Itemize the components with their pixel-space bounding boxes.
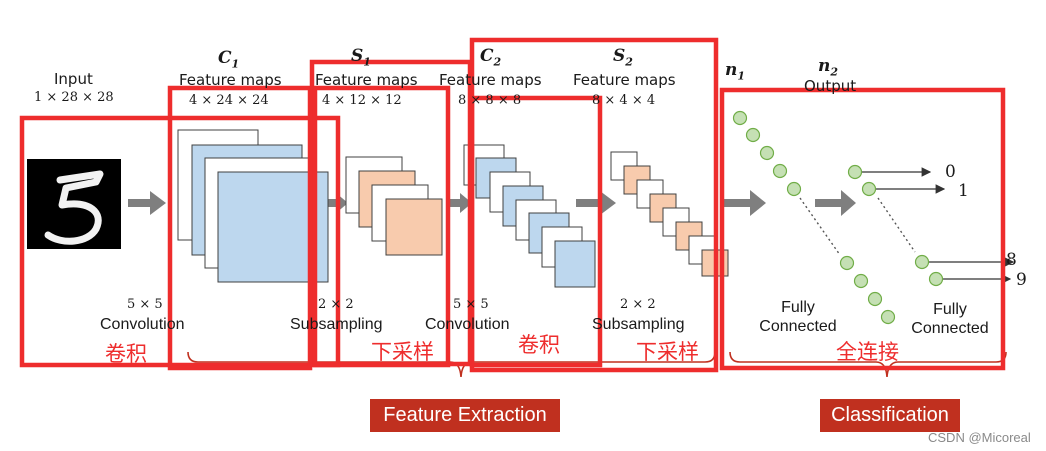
op1-label: Convolution — [100, 316, 185, 333]
n1-node — [867, 291, 883, 307]
output-label-1: 1 — [958, 181, 969, 201]
flow-arrow — [446, 193, 472, 213]
input-title: Input — [54, 70, 93, 88]
n1-node — [732, 110, 748, 126]
fc-highlight — [719, 87, 1006, 371]
classification-tag: Classification — [820, 399, 960, 432]
c2-feature-maps — [463, 144, 596, 288]
conv1-highlight — [19, 115, 341, 368]
highlight-boxes — [19, 37, 1006, 373]
n2-symbol: n2 — [818, 56, 839, 79]
n1-node — [839, 255, 855, 271]
s1-feature-maps — [345, 156, 443, 256]
c2-title: Feature maps — [439, 71, 542, 89]
op2-label: Subsampling — [290, 316, 383, 333]
s2-feature-maps — [610, 151, 729, 277]
n2-node — [847, 164, 863, 180]
c2-symbol: C2 — [480, 46, 502, 69]
watermark: CSDN @Micoreal — [928, 430, 1031, 445]
s1-map — [385, 198, 443, 256]
s1-title: Feature maps — [315, 71, 418, 89]
c1-title: Feature maps — [179, 71, 282, 89]
n2-layer — [847, 164, 1015, 287]
fc1-label: Fully Connected — [759, 299, 837, 335]
flow-arrow — [815, 190, 856, 216]
s2-symbol: S2 — [613, 46, 633, 69]
op3-label: Convolution — [425, 316, 510, 333]
n1-node — [853, 273, 869, 289]
n1-symbol: n1 — [725, 60, 746, 83]
op4-kernel: 2 × 2 — [620, 297, 656, 312]
n2-node — [914, 254, 930, 270]
flow-arrows — [128, 190, 856, 216]
classification-brace — [729, 351, 1007, 378]
flow-arrow — [128, 191, 166, 215]
op4-cn-label: 下采样 — [636, 340, 699, 364]
c1-symbol: C1 — [218, 48, 240, 71]
c2-dims: 8 × 8 × 8 — [458, 93, 522, 108]
flow-arrow — [576, 191, 616, 215]
flow-arrow — [722, 190, 766, 216]
n1-layer — [732, 110, 896, 325]
input-digit-image — [27, 159, 121, 249]
s2-title: Feature maps — [573, 71, 676, 89]
flow-arrow — [322, 193, 348, 213]
input-dims: 1 × 28 × 28 — [34, 90, 114, 105]
n2-title: Output — [804, 77, 857, 95]
n2-node — [861, 181, 877, 197]
output-label-9: 9 — [1016, 270, 1027, 290]
n1-node — [772, 163, 788, 179]
fc2-label: Fully Connected — [911, 301, 989, 337]
n1-node — [745, 127, 761, 143]
op1-kernel: 5 × 5 — [127, 297, 163, 312]
c2-map — [554, 240, 596, 288]
op3-kernel: 5 × 5 — [453, 297, 489, 312]
op2-kernel: 2 × 2 — [318, 297, 354, 312]
c1-dims: 4 × 24 × 24 — [189, 93, 269, 108]
op4-label: Subsampling — [592, 316, 685, 333]
n2-node — [928, 271, 944, 287]
s1-dims: 4 × 12 × 12 — [322, 93, 402, 108]
n1-node — [759, 145, 775, 161]
output-label-0: 0 — [945, 162, 956, 182]
n1-node — [880, 309, 896, 325]
fc-cn-label: 全连接 — [836, 340, 899, 364]
s1-symbol: S1 — [351, 46, 371, 69]
op1-cn-label: 卷积 — [105, 342, 147, 366]
n1-node — [786, 181, 802, 197]
c2-highlight — [469, 95, 603, 368]
s1-highlight — [312, 85, 451, 368]
output-label-8: 8 — [1006, 250, 1017, 270]
op2-cn-label: 下采样 — [371, 340, 434, 364]
s2-dims: 8 × 4 × 4 — [592, 93, 656, 108]
c1-feature-maps — [177, 129, 329, 283]
feature-extraction-brace — [187, 351, 716, 378]
op3-cn-label: 卷积 — [518, 333, 560, 357]
feature-extraction-tag: Feature Extraction — [370, 399, 560, 432]
